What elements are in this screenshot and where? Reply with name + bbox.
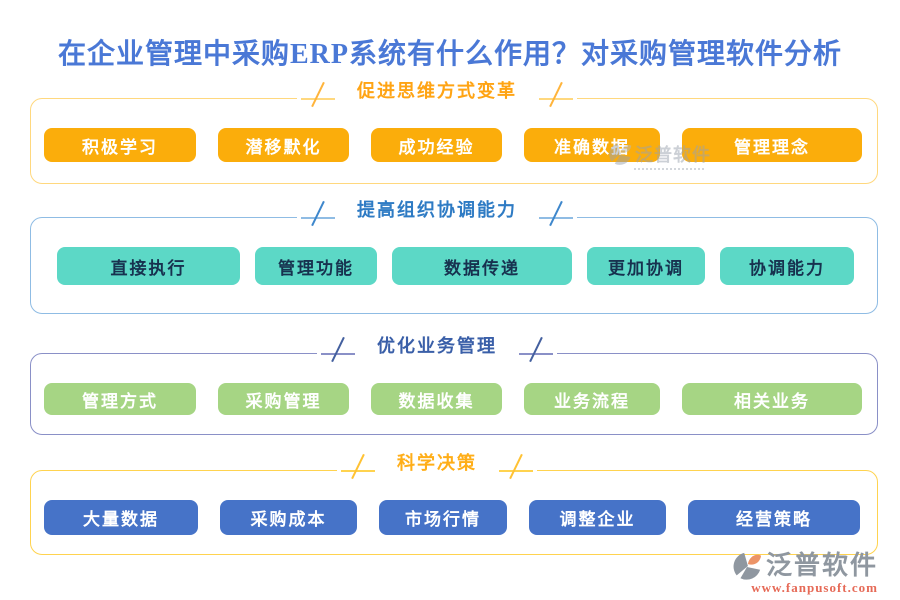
watermark: 泛普软件 <box>608 141 711 170</box>
section-promote-thinking-change: 促进思维方式变革 积极学习 潜移默化 成功经验 准确数据 管理理念 <box>30 78 878 184</box>
keyword-button: 管理方式 <box>44 383 196 415</box>
keyword-button: 直接执行 <box>57 247 240 285</box>
keyword-button: 更加协调 <box>587 247 705 285</box>
brand-logo: 泛普软件 www.fanpusoft.com <box>732 551 878 596</box>
keyword-button: 相关业务 <box>682 383 862 415</box>
keyword-button: 数据传递 <box>392 247 572 285</box>
section-title: 促进思维方式变革 <box>357 81 517 101</box>
keyword-button: 积极学习 <box>44 128 196 162</box>
keyword-row: 直接执行 管理功能 数据传递 更加协调 协调能力 <box>57 247 854 285</box>
keyword-row: 积极学习 潜移默化 成功经验 准确数据 管理理念 <box>44 128 862 162</box>
brand-name: 泛普软件 <box>765 551 878 580</box>
section-title: 优化业务管理 <box>377 336 497 356</box>
section-header: 促进思维方式变革 <box>297 78 577 108</box>
page-title: 在企业管理中采购ERP系统有什么作用？对采购管理软件分析 <box>57 39 842 70</box>
keyword-button: 潜移默化 <box>218 128 349 162</box>
slash-icon <box>341 450 375 480</box>
fanpu-logo-icon <box>733 552 762 580</box>
section-header: 科学决策 <box>337 450 537 480</box>
fanpu-logo-icon <box>609 143 632 165</box>
section-title: 提高组织协调能力 <box>357 200 517 220</box>
slash-icon <box>539 78 573 108</box>
keyword-button: 采购成本 <box>220 500 357 535</box>
section-optimize-business: 优化业务管理 管理方式 采购管理 数据收集 业务流程 相关业务 <box>30 333 878 435</box>
watermark-label: 泛普软件 <box>635 145 711 165</box>
section-header: 提高组织协调能力 <box>297 197 577 227</box>
keyword-button: 业务流程 <box>524 383 660 415</box>
watermark-subline <box>634 168 704 170</box>
keyword-button: 调整企业 <box>529 500 666 535</box>
website-url: www.fanpusoft.com <box>751 580 878 595</box>
keyword-button: 大量数据 <box>44 500 198 535</box>
section-title: 科学决策 <box>397 453 477 473</box>
slash-icon <box>519 333 553 363</box>
slash-icon <box>321 333 355 363</box>
keyword-button: 管理功能 <box>255 247 377 285</box>
keyword-button: 市场行情 <box>379 500 507 535</box>
slash-icon <box>499 450 533 480</box>
section-improve-coordination: 提高组织协调能力 直接执行 管理功能 数据传递 更加协调 协调能力 <box>30 197 878 314</box>
section-header: 优化业务管理 <box>317 333 557 363</box>
slash-icon <box>301 78 335 108</box>
keyword-button: 协调能力 <box>720 247 854 285</box>
keyword-row: 大量数据 采购成本 市场行情 调整企业 经营策略 <box>44 500 860 535</box>
keyword-button: 成功经验 <box>371 128 502 162</box>
keyword-button: 准确数据 <box>524 128 660 162</box>
keyword-button: 采购管理 <box>218 383 349 415</box>
keyword-button: 管理理念 <box>682 128 862 162</box>
keyword-button: 数据收集 <box>371 383 502 415</box>
keyword-button: 经营策略 <box>688 500 860 535</box>
section-scientific-decision: 科学决策 大量数据 采购成本 市场行情 调整企业 经营策略 <box>30 450 878 555</box>
slash-icon <box>301 197 335 227</box>
slash-icon <box>539 197 573 227</box>
keyword-row: 管理方式 采购管理 数据收集 业务流程 相关业务 <box>44 383 862 415</box>
